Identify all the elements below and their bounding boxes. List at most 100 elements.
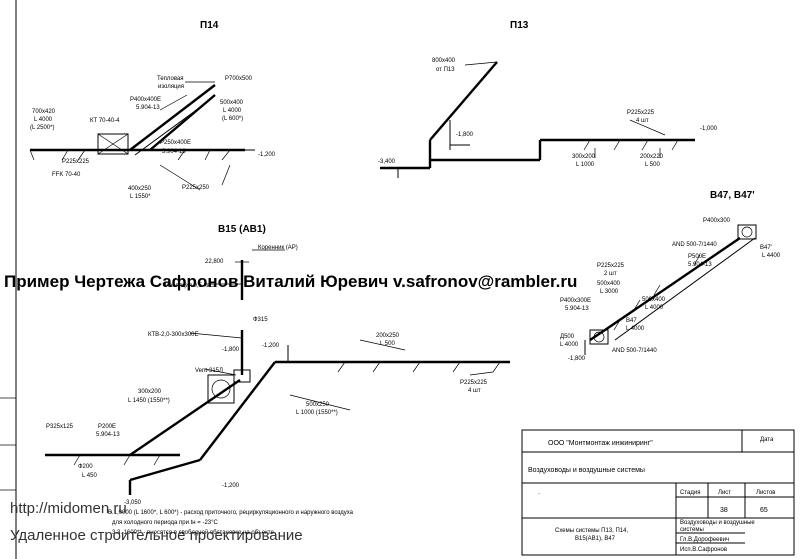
- label: L 4000: [34, 117, 53, 123]
- company-name: ООО "Монтмонтаж инжиниринг": [548, 440, 653, 447]
- label: -3,050: [124, 500, 142, 506]
- short-name: Воздуховоды и воздушные: [680, 520, 755, 526]
- label: В47': [760, 245, 772, 251]
- label: Р400х300Е: [560, 298, 591, 304]
- label: Р500Е: [688, 254, 706, 260]
- label: AND 500-7/1440: [672, 242, 717, 248]
- label: 200х250: [376, 333, 400, 339]
- system-b47: [584, 224, 757, 355]
- label: -1,200: [222, 483, 240, 489]
- person: Исп.В.Сафронов: [680, 547, 727, 553]
- person: Гл.В.Дорофеевич: [680, 537, 729, 543]
- label: L 4000: [223, 108, 242, 114]
- label: L 1000: [576, 162, 595, 168]
- note-line: В.1,0000 (L 1600*, L 600*) - расход прит…: [108, 510, 354, 516]
- label: 300х200: [138, 389, 162, 395]
- desc-line: В15(АВ1), В47: [575, 536, 616, 542]
- label: L 4000: [626, 326, 645, 332]
- label: Р700х500: [225, 76, 253, 82]
- system-p13: [380, 61, 695, 178]
- label: 5.904-13: [565, 306, 589, 312]
- label: от П13: [436, 67, 455, 73]
- label: Р225х225: [62, 159, 90, 165]
- label: 5.904-13: [96, 432, 120, 438]
- watermark: Пример Чертежа Сафронов Виталий Юревич v…: [4, 272, 577, 291]
- label: Р325х125: [46, 424, 74, 430]
- label: 22,800: [205, 259, 224, 265]
- label: -1,800: [456, 132, 474, 138]
- label: L 450: [82, 473, 97, 479]
- label: Р225х225: [460, 380, 488, 386]
- label: L 500: [380, 341, 395, 347]
- label: -1,000: [700, 126, 718, 132]
- title-b47: В47, В47': [710, 190, 755, 201]
- title-block: [521, 429, 795, 556]
- date-label: Дата: [760, 437, 774, 443]
- label: 500х400: [220, 100, 244, 106]
- label: Ф315: [253, 317, 268, 323]
- label: Vent-315Л: [195, 368, 223, 374]
- label: 500х250: [306, 402, 330, 408]
- label: 500х400: [597, 281, 621, 287]
- label: AND 500-7/1440: [612, 348, 657, 354]
- label: L 1550*: [130, 194, 151, 200]
- label: 500х400: [642, 297, 666, 303]
- label: 700х420: [32, 109, 56, 115]
- label: 2 шт: [604, 271, 617, 277]
- label: L 4400: [762, 253, 781, 259]
- label: L 4000: [560, 342, 579, 348]
- label: 800х400: [432, 58, 456, 64]
- label: -1,200: [262, 343, 280, 349]
- label: В47: [626, 318, 637, 324]
- label: L 500: [645, 162, 660, 168]
- label: Тепловая: [157, 76, 184, 82]
- label: 200х220: [640, 154, 664, 160]
- label: КТВ-2,0-300х300Е: [148, 332, 199, 338]
- footer-url[interactable]: http://midomen.ru: [10, 500, 127, 517]
- col-stage: Стадия: [680, 490, 700, 496]
- label: Р250х400Е: [160, 140, 191, 146]
- note-line: 3.3. 1600** - вносятся в свободной обста…: [112, 529, 274, 536]
- label: (L 2500*): [30, 125, 54, 131]
- label: Ф200: [78, 464, 93, 470]
- label: 400х250: [128, 186, 152, 192]
- label: Коренник (АР): [258, 245, 298, 251]
- sheet-number: 38: [720, 507, 728, 514]
- desc-line: Схемы системы П13, П14,: [555, 528, 628, 534]
- col-sheet: Лист: [718, 490, 731, 496]
- title-p14: П14: [200, 20, 219, 31]
- short-name: системы: [680, 527, 704, 533]
- footer-tagline: Удаленное строительное проектирование: [10, 527, 303, 544]
- label: Р225х225: [597, 263, 625, 269]
- drawing-title: Воздуховоды и воздушные системы: [528, 467, 645, 474]
- label: L 3000: [600, 289, 619, 295]
- label: (L 600*): [222, 116, 243, 122]
- label: Д500: [560, 334, 575, 340]
- system-b15: [45, 249, 510, 495]
- label: -1,200: [258, 152, 276, 158]
- label: Р200Е: [98, 424, 116, 430]
- label: 300х200: [572, 154, 596, 160]
- note-line: для холодного периода при tн = -23°С: [112, 520, 219, 526]
- col-sheets: Листов: [756, 490, 776, 496]
- label: -1,800: [222, 347, 240, 353]
- label: 5.904-13: [688, 262, 712, 268]
- label: 4 шт: [468, 388, 481, 394]
- sheets-total: 65: [760, 507, 768, 514]
- label: L 1000 (1550**): [296, 410, 338, 416]
- label: Р400х400Е: [130, 97, 161, 103]
- label: L 1450 (1550**): [128, 398, 170, 404]
- heat-exchanger-box: [97, 133, 129, 155]
- label: изоляция: [158, 84, 184, 90]
- label: Р225х250: [182, 185, 210, 191]
- label: FFK 70-40: [52, 172, 81, 178]
- label: -3,400: [378, 159, 396, 165]
- title-b15: В15 (АВ1): [218, 224, 266, 235]
- system-p14: [29, 81, 255, 191]
- label: Р400х300: [703, 218, 731, 224]
- label: 5.904-13: [136, 105, 160, 111]
- label: Изоляция 0,5 часа: [165, 283, 217, 289]
- label: 5.904-13: [162, 149, 186, 155]
- title-p13: П13: [510, 20, 529, 31]
